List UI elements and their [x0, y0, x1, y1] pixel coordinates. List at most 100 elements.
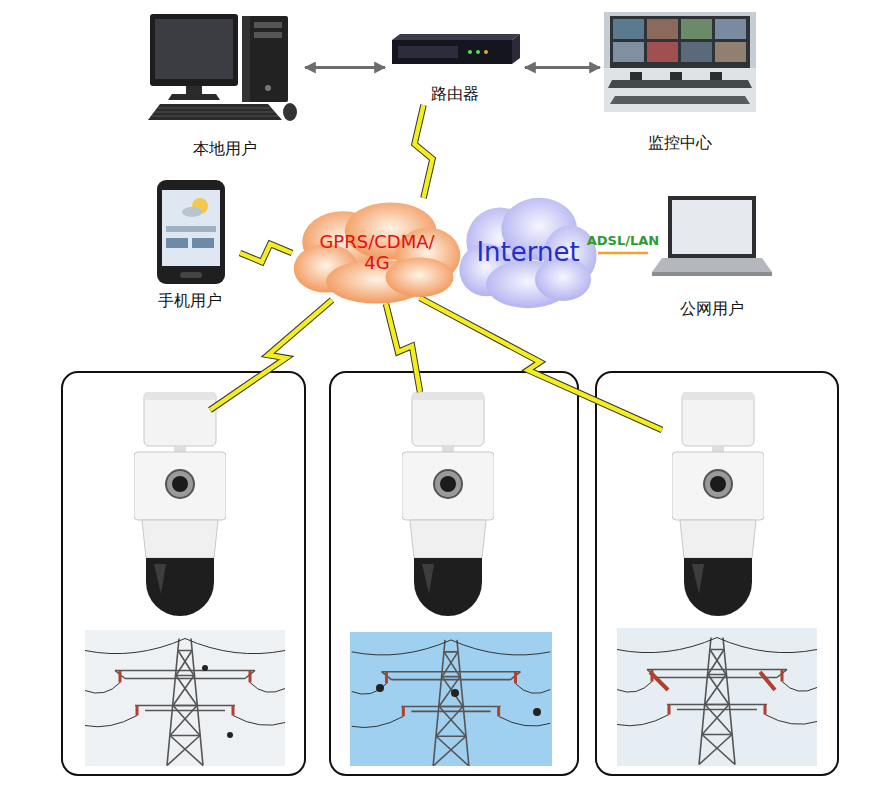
illustration-part	[451, 689, 459, 697]
illustration-part	[166, 238, 188, 248]
node-label: 手机用户	[158, 292, 222, 310]
illustration-part	[168, 94, 220, 100]
illustration-part	[180, 272, 202, 278]
illustration-part	[210, 300, 332, 410]
illustration-part	[62, 372, 305, 775]
illustration-part	[148, 104, 282, 120]
illustration-part	[392, 34, 520, 40]
connector-line	[525, 66, 600, 69]
wireless-link	[415, 105, 433, 198]
illustration-part	[652, 258, 772, 272]
illustration-part	[604, 12, 756, 112]
internet-cloud: Internet	[458, 193, 598, 313]
illustration-part	[420, 298, 662, 430]
illustration-part	[533, 708, 541, 716]
illustration-part	[681, 42, 712, 62]
illustration-part	[715, 19, 746, 39]
illustration-part	[392, 34, 520, 64]
illustration-part	[330, 372, 578, 775]
user-terminal: 本地用户	[145, 8, 305, 160]
illustration-part	[398, 46, 458, 58]
illustration-part	[617, 628, 817, 766]
edge-label: ADSL/LAN	[587, 233, 659, 248]
illustration-part	[202, 665, 208, 671]
mobile-user: 手机用户	[140, 175, 240, 312]
illustration-part	[647, 19, 678, 39]
node-label: 监控中心	[648, 134, 712, 152]
illustration-part	[468, 50, 472, 54]
bolt-outline	[415, 105, 433, 198]
illustration-part	[392, 40, 512, 64]
illustration-part	[650, 672, 775, 690]
illustration-part	[148, 14, 297, 121]
node-label: 公网用户	[680, 300, 744, 318]
illustration-part	[350, 632, 552, 766]
illustration-part	[166, 226, 216, 232]
router: 路由器	[385, 30, 525, 105]
illustration-part	[150, 14, 238, 86]
illustration-part	[608, 80, 752, 88]
illustration-part	[162, 190, 220, 266]
node-label: 路由器	[431, 85, 479, 103]
illustration-part	[420, 298, 662, 430]
illustration-part	[710, 72, 722, 80]
wireless-link	[240, 244, 292, 262]
bolt-fill	[240, 244, 292, 262]
node-label: 本地用户	[193, 140, 257, 158]
illustration-part	[715, 42, 746, 62]
illustration-part	[476, 50, 480, 54]
network-cloud: GPRS/CDMA/ 4G	[292, 198, 462, 308]
edge-label-box: ADSL/LAN	[587, 233, 659, 248]
cloud-lobe	[386, 257, 454, 297]
arrow-connector	[305, 67, 385, 68]
illustration-part	[134, 392, 226, 616]
illustration-part	[402, 392, 494, 616]
illustration-part	[182, 207, 202, 217]
illustration-part	[157, 180, 225, 284]
illustration-part	[610, 16, 750, 68]
illustration-part	[265, 85, 271, 91]
illustration-part	[652, 196, 772, 276]
connector-line	[305, 66, 385, 69]
illustration-part	[386, 304, 420, 392]
monitoring-center: 监控中心	[600, 8, 760, 154]
illustration-part	[242, 16, 288, 102]
illustration-part	[227, 732, 233, 738]
illustration-part	[254, 22, 282, 28]
illustration-part	[617, 638, 817, 765]
illustration-part	[670, 72, 682, 80]
illustration-part	[254, 32, 282, 38]
illustration-part	[155, 19, 233, 79]
illustration-part	[512, 34, 520, 64]
illustration-part	[283, 103, 297, 121]
illustration-part	[647, 42, 678, 62]
illustration-part	[376, 684, 384, 692]
illustration-part	[668, 196, 756, 258]
illustration-part	[604, 12, 756, 112]
illustration-part	[672, 392, 764, 616]
illustration-part	[613, 19, 644, 39]
illustration-part	[85, 630, 285, 766]
bolt-outline	[240, 244, 292, 262]
node-label: GPRS/CDMA/ 4G	[312, 232, 442, 273]
illustration-part	[613, 42, 644, 62]
illustration-part	[681, 19, 712, 39]
illustration-part	[596, 372, 838, 775]
public-user: 公网用户	[648, 185, 776, 320]
illustration-part	[672, 200, 752, 254]
node-label: Internet	[476, 238, 579, 268]
illustration-part	[604, 68, 756, 112]
illustration-part	[210, 300, 332, 410]
illustration-part	[630, 72, 642, 80]
illustration-part	[192, 238, 214, 248]
wired-link	[598, 253, 648, 254]
illustration-part	[652, 272, 772, 276]
illustration-part	[484, 50, 488, 54]
illustration-part	[210, 298, 662, 430]
illustration-part	[610, 96, 750, 104]
illustration-part	[242, 16, 250, 102]
arrow-connector	[525, 67, 600, 68]
